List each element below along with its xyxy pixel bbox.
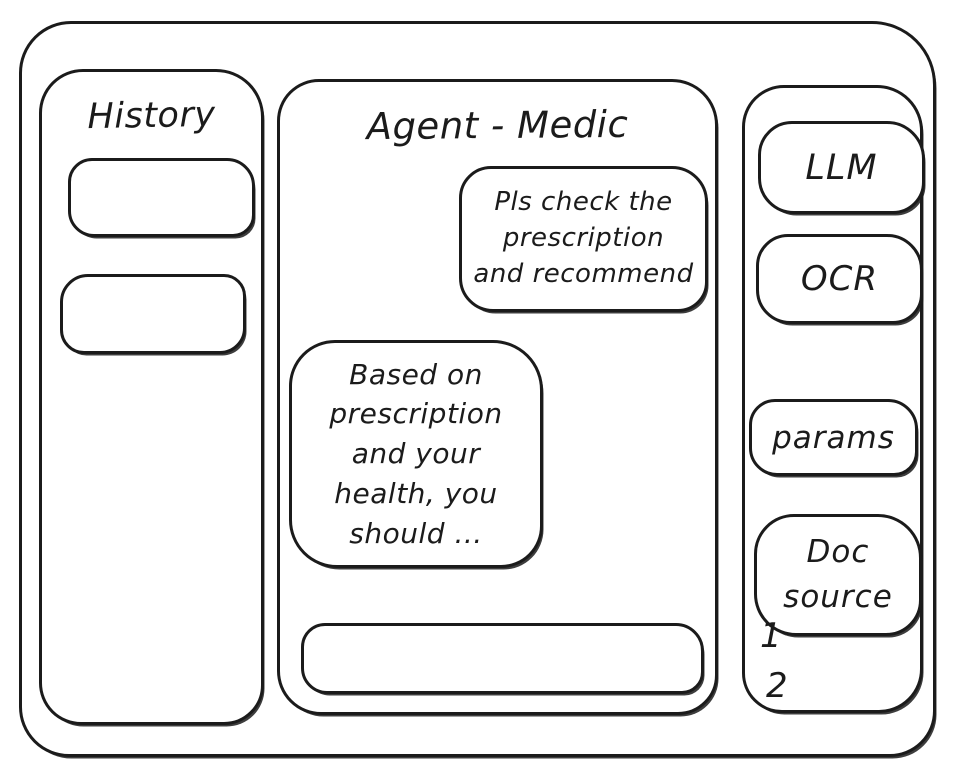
doc-source-button[interactable]: Doc source bbox=[754, 514, 922, 636]
chat-title: Agent - Medic bbox=[366, 102, 629, 149]
history-panel: History bbox=[39, 69, 264, 725]
history-item[interactable] bbox=[60, 274, 246, 354]
tools-panel: LLM OCR params Doc source 1 2 bbox=[742, 85, 925, 713]
window-frame: History Agent - Medic Pls check the pres… bbox=[19, 21, 936, 757]
llm-button[interactable]: LLM bbox=[758, 121, 925, 214]
ocr-button[interactable]: OCR bbox=[756, 234, 923, 324]
params-button[interactable]: params bbox=[749, 399, 918, 476]
user-message-bubble: Pls check the prescription and recommend bbox=[459, 166, 708, 312]
agent-message-bubble: Based on prescription and your health, y… bbox=[289, 340, 543, 568]
message-input[interactable] bbox=[301, 623, 704, 694]
chat-panel: Agent - Medic Pls check the prescription… bbox=[277, 79, 718, 715]
doc-source-item-1[interactable]: 1 bbox=[760, 616, 782, 656]
history-item[interactable] bbox=[68, 158, 255, 237]
history-title: History bbox=[87, 94, 216, 138]
doc-source-item-2[interactable]: 2 bbox=[766, 666, 788, 706]
